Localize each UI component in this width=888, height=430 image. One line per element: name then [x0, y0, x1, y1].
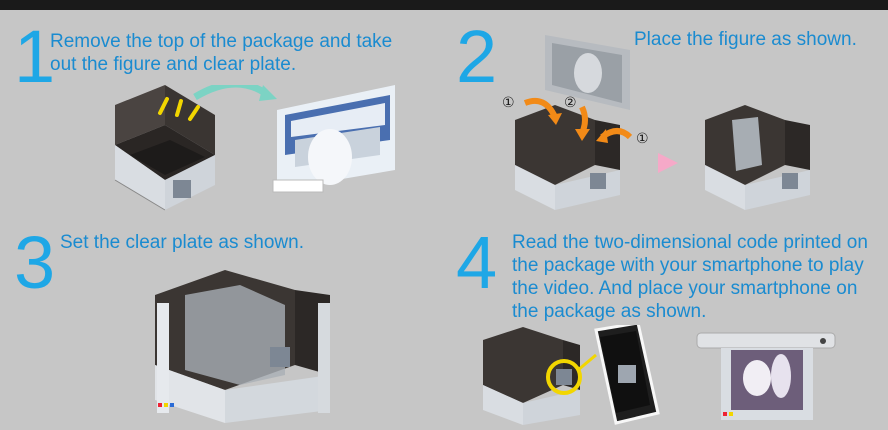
marker-1a: ① [502, 95, 515, 111]
step-1-number: 1 [14, 15, 56, 98]
step-1-text: Remove the top of the package and take o… [50, 31, 393, 75]
step-3-illustration [145, 265, 340, 425]
step-2-number: 2 [456, 15, 498, 98]
step-1-illustration [95, 85, 425, 220]
step-3-text: Set the clear plate as shown. [60, 232, 304, 253]
step-3-number: 3 [14, 221, 56, 304]
step-2-illustration: ① ② ① [500, 25, 840, 220]
step-4-number: 4 [456, 221, 498, 304]
step-4-illustration-code [478, 325, 678, 427]
step-2-text: Place the figure as shown. [634, 29, 857, 50]
top-bar [0, 0, 888, 10]
step-4-text: Read the two-dimensional code printed on… [512, 232, 868, 322]
marker-2: ② [564, 95, 577, 111]
step-4-illustration-phone-on-box [695, 330, 840, 428]
marker-1b: ① [636, 131, 649, 147]
